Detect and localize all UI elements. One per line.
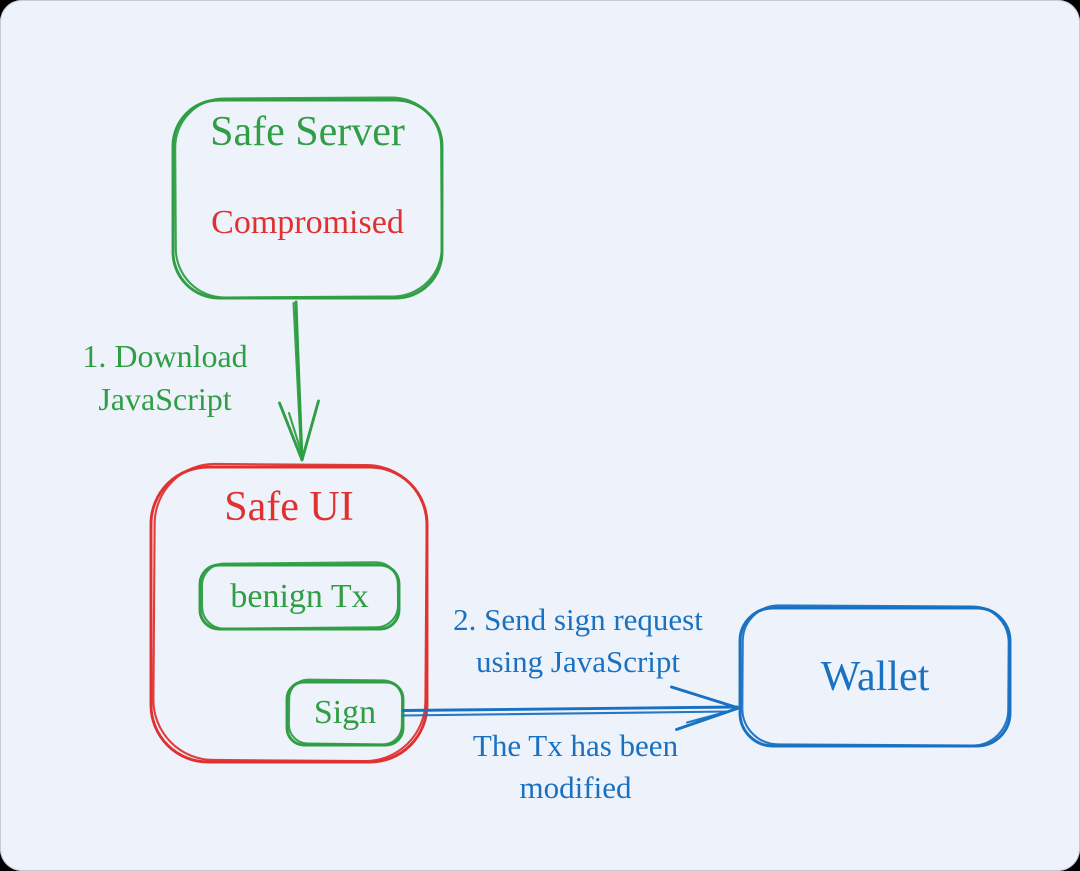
safe-server-box	[171, 96, 444, 300]
download-arrow	[278, 300, 320, 462]
safe-server-title: Safe Server	[210, 109, 405, 155]
sign-box	[285, 678, 405, 747]
tx-modified-note: The Tx has been modified	[438, 725, 713, 809]
safe-server-status: Compromised	[211, 204, 404, 241]
safe-ui-box	[149, 462, 429, 764]
wallet-box	[738, 604, 1012, 748]
download-arrow-label-line2: JavaScript	[98, 381, 232, 417]
sign-request-label-line1: 2. Send sign request	[453, 602, 703, 637]
tx-modified-note-line2: modified	[519, 770, 632, 805]
sign-request-label-line2: using JavaScript	[475, 644, 681, 679]
benign-tx-box	[198, 561, 401, 631]
tx-modified-note-line1: The Tx has been	[472, 728, 679, 763]
safe-ui-title: Safe UI	[224, 484, 354, 530]
download-arrow-label-line1: 1. Download	[82, 338, 248, 374]
benign-tx-label: benign Tx	[230, 578, 369, 615]
sign-request-arrow	[401, 685, 740, 731]
sign-request-arrow-label: 2. Send sign request using JavaScript	[438, 599, 718, 683]
wallet-title: Wallet	[820, 654, 930, 700]
sign-label: Sign	[313, 694, 377, 731]
download-arrow-label: 1. Download JavaScript	[52, 335, 278, 421]
